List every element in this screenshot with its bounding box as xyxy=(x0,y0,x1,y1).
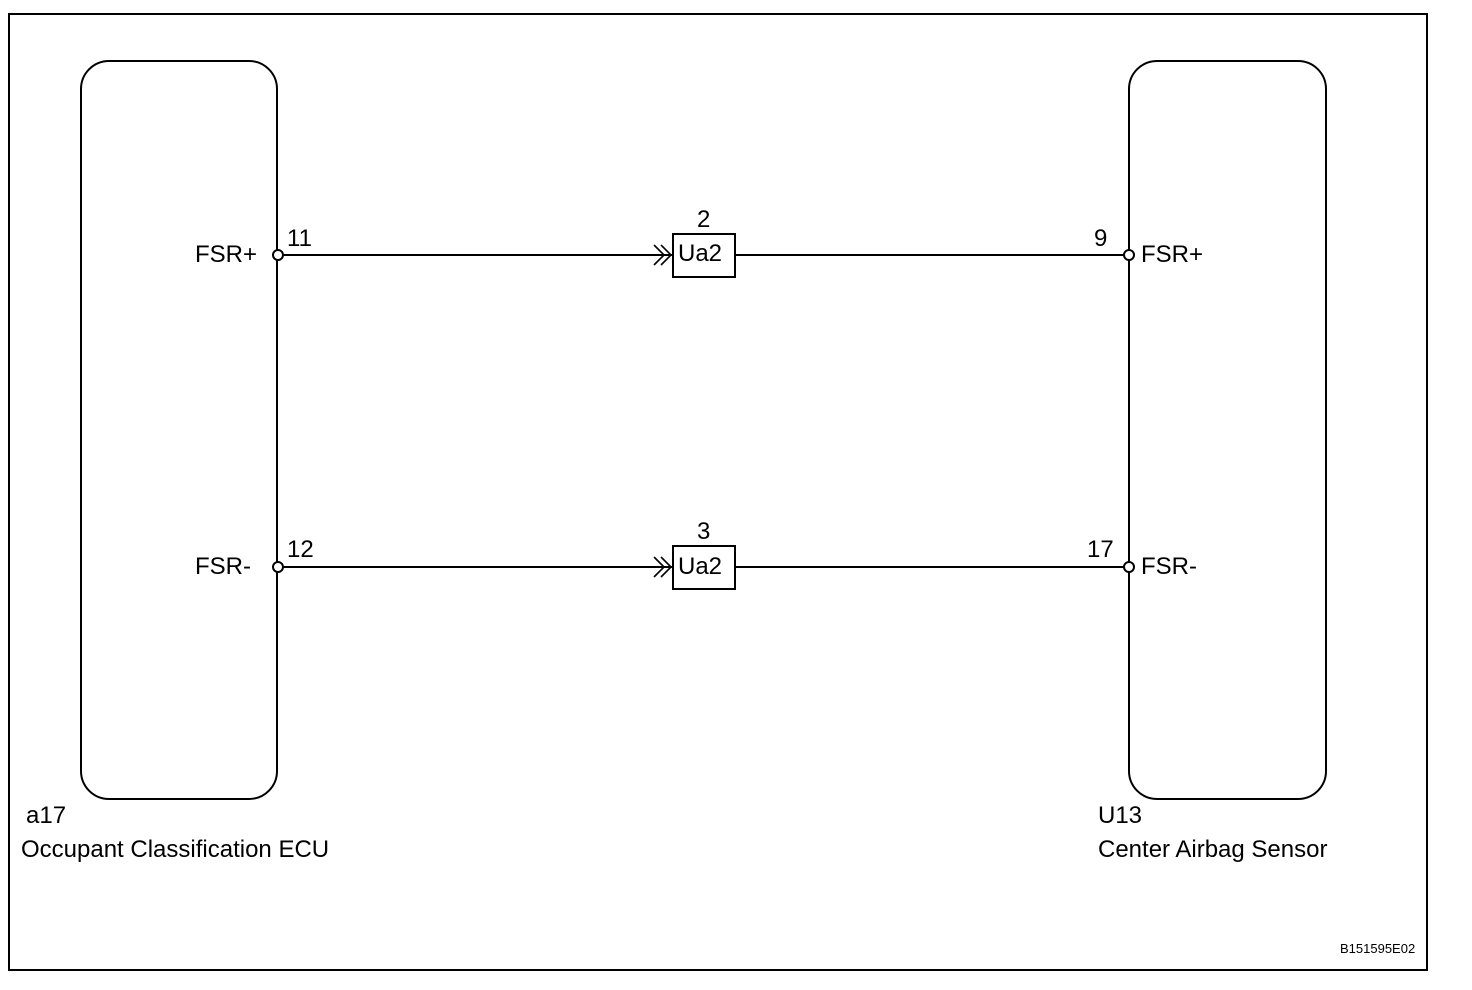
left-pin-number-12: 12 xyxy=(287,536,314,563)
connector-pin-number-3: 3 xyxy=(697,518,711,545)
diagram-frame xyxy=(8,13,1428,971)
left-component-name: Occupant Classification ECU xyxy=(21,836,330,863)
right-pin-number-9: 9 xyxy=(1094,225,1108,252)
connector-chevron-icon-2 xyxy=(653,556,673,578)
terminal-right-9 xyxy=(1123,249,1135,261)
left-pin-signal-fsr-minus: FSR- xyxy=(195,553,251,580)
left-pin-signal-fsr-plus: FSR+ xyxy=(195,241,258,268)
connector-pin-number-2: 2 xyxy=(697,206,711,233)
right-pin-number-17: 17 xyxy=(1087,536,1114,563)
right-pin-signal-fsr-plus: FSR+ xyxy=(1141,241,1204,268)
connector-box-2 xyxy=(672,545,736,590)
connector-name-2: Ua2 xyxy=(678,553,723,580)
right-component-name: Center Airbag Sensor xyxy=(1098,836,1328,863)
right-pin-signal-fsr-minus: FSR- xyxy=(1141,553,1197,580)
figure-code: B151595E02 xyxy=(1340,941,1416,956)
left-pin-number-11: 11 xyxy=(287,225,312,252)
connector-name-1: Ua2 xyxy=(678,240,723,267)
connector-chevron-icon-1 xyxy=(653,244,673,266)
right-component-body xyxy=(1128,60,1327,800)
left-component-body xyxy=(80,60,278,800)
terminal-left-11 xyxy=(272,249,284,261)
terminal-left-12 xyxy=(272,561,284,573)
terminal-right-17 xyxy=(1123,561,1135,573)
connector-box-1 xyxy=(672,233,736,278)
right-component-code: U13 xyxy=(1098,802,1143,829)
left-component-code: a17 xyxy=(26,802,67,829)
